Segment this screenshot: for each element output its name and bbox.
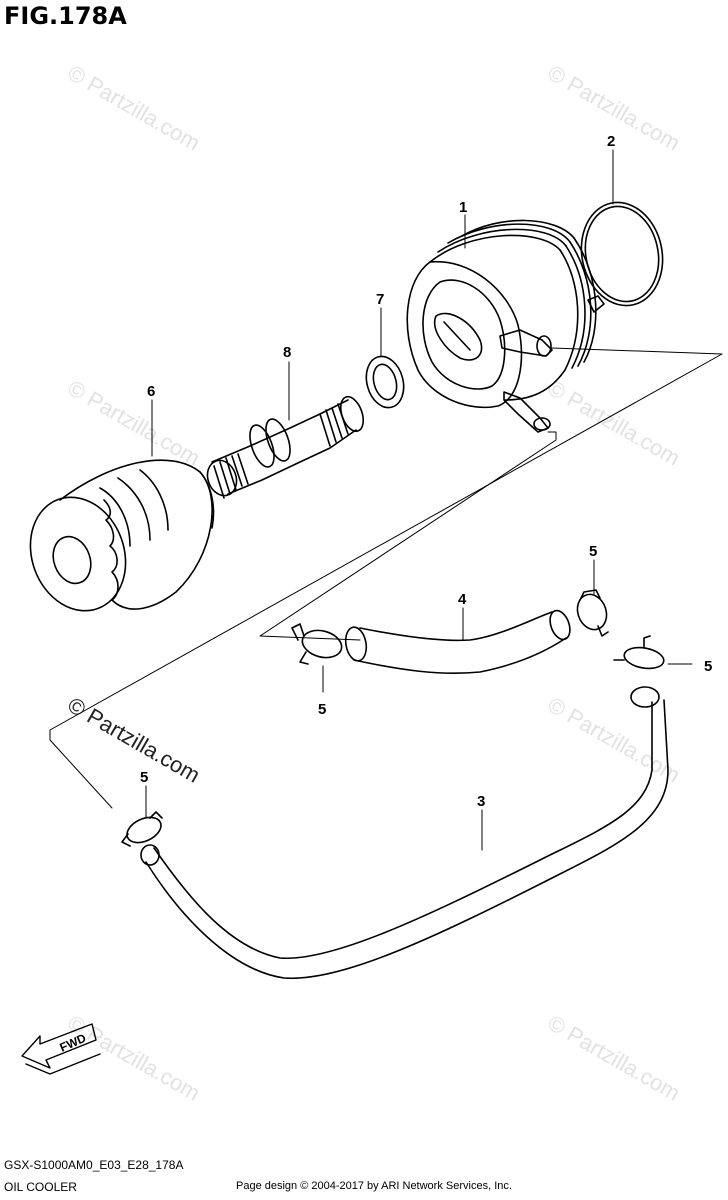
callout-7: 7 bbox=[376, 291, 384, 308]
callout-5: 5 bbox=[589, 543, 597, 560]
oil-filter-part-6 bbox=[29, 459, 215, 612]
union-bolt-part-8 bbox=[206, 395, 365, 499]
callout-1: 1 bbox=[459, 199, 467, 216]
copyright-credit: Page design © 2004-2017 by ARI Network S… bbox=[236, 1180, 512, 1192]
o-ring-part-2 bbox=[580, 201, 664, 307]
callout-8: 8 bbox=[283, 344, 291, 361]
clamp-part-5 bbox=[576, 589, 609, 637]
callout-3: 3 bbox=[477, 793, 485, 810]
figure-title: FIG.178A bbox=[4, 2, 127, 30]
oil-cooler-part-1 bbox=[406, 219, 605, 433]
clamp-part-5 bbox=[291, 623, 343, 665]
callout-5: 5 bbox=[704, 658, 712, 675]
hose-part-3 bbox=[140, 686, 669, 980]
clamp-part-5 bbox=[121, 811, 163, 847]
diagram-code: GSX-S1000AM0_E03_E28_178A bbox=[4, 1158, 184, 1172]
callout-5: 5 bbox=[140, 769, 148, 786]
callout-4: 4 bbox=[458, 591, 467, 608]
clamp-part-5 bbox=[613, 635, 665, 670]
gasket-part-7 bbox=[365, 355, 405, 409]
diagram-name: OIL COOLER bbox=[4, 1180, 77, 1194]
callout-5: 5 bbox=[318, 701, 326, 718]
callout-6: 6 bbox=[147, 383, 155, 400]
hose-part-4 bbox=[344, 609, 571, 675]
fwd-arrow-icon bbox=[21, 1023, 101, 1075]
callout-2: 2 bbox=[607, 133, 615, 150]
fwd-label: FWD bbox=[58, 1031, 89, 1055]
